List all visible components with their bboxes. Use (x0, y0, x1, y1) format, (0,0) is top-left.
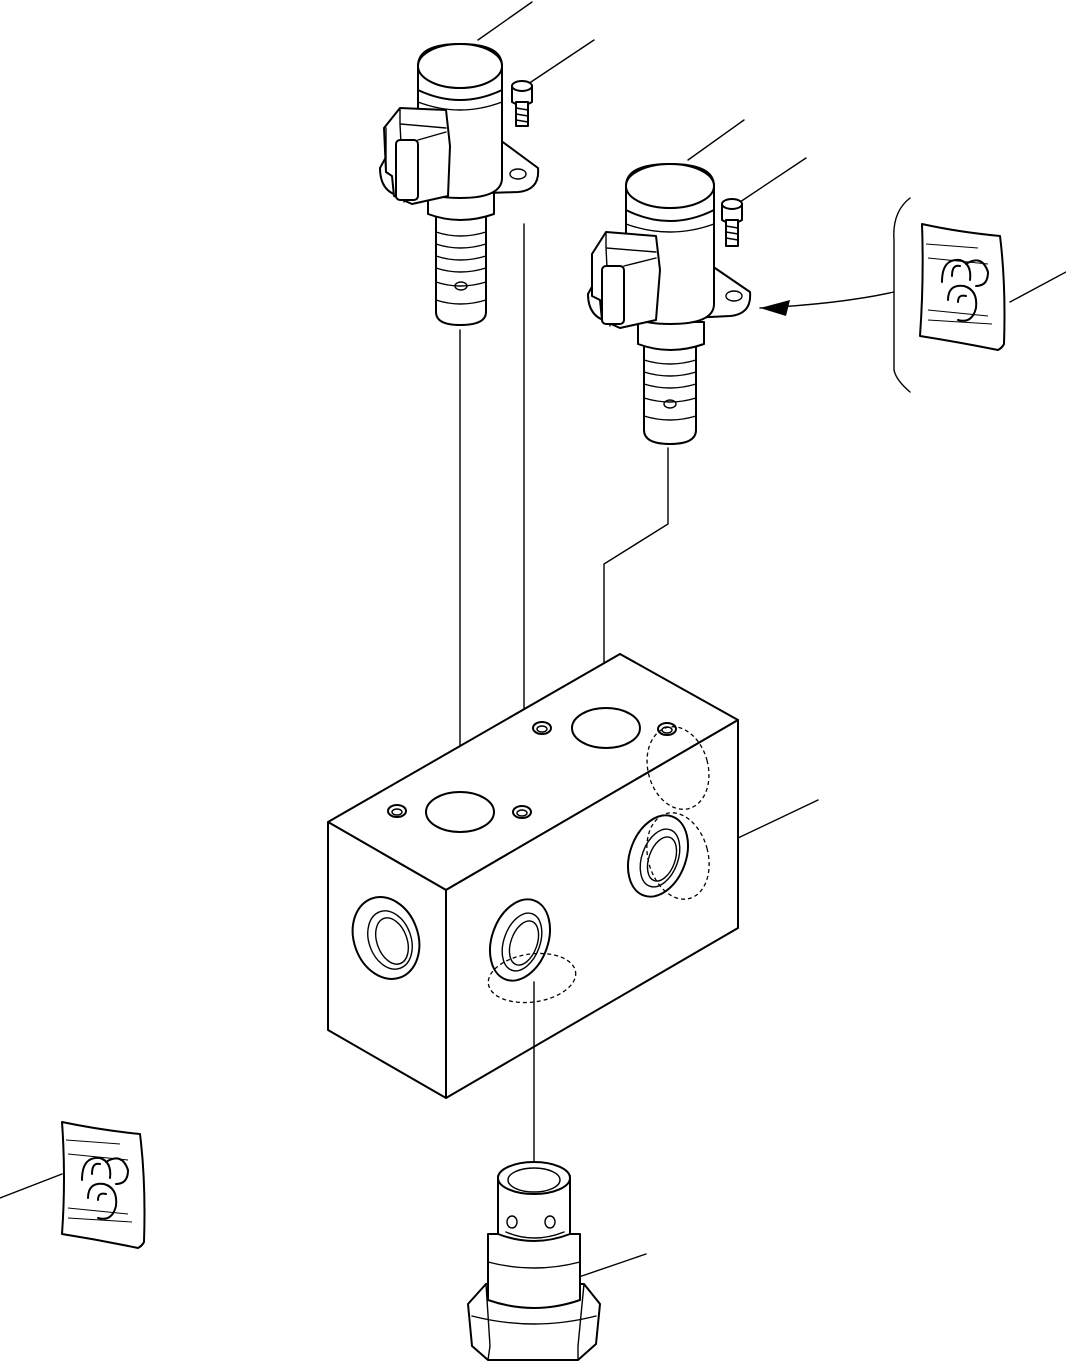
solenoid-valve-lower (587, 119, 752, 713)
sealant-tube-icon (919, 223, 1006, 351)
cap-screw-lower (721, 157, 807, 247)
cap-screw-upper (511, 39, 595, 807)
cartridge-plug (467, 1161, 647, 1361)
sealant-callout-lower (0, 1173, 63, 1199)
sealant-tube-icon (61, 1121, 146, 1249)
valve-block (327, 653, 819, 1181)
sealant-callout-upper (759, 197, 1066, 393)
solenoid-valve-upper (379, 1, 540, 801)
